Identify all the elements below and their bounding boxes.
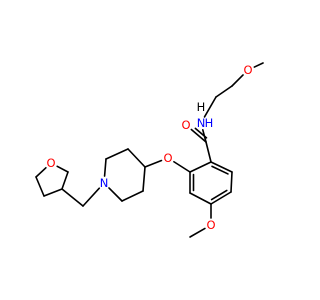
bond-t2-t3 [35,176,45,197]
atom-label-o5: O [46,156,55,170]
bond-t1-t2 [43,188,63,197]
bond-r4-r5 [189,192,212,205]
atom-label-h1: H [205,116,214,130]
bond-c3-o2 [190,128,207,143]
bond-p1-p2 [127,148,146,168]
bond-c2-n1 [203,96,217,118]
bond-n2-ch2 [82,187,101,207]
bond-r2-r3 [230,171,233,193]
atom-label-h1: H [197,100,206,114]
bond-r3-r4 [210,191,232,205]
bond-o3-me2 [189,227,206,238]
bond-r1-r2 [211,165,229,175]
bond-c3-r1 [205,141,212,163]
bond-p2-p3 [105,148,129,160]
bond-r6-r1 [189,161,212,173]
bond-r1-r2 [210,161,233,173]
bond-r3-r4 [210,189,228,201]
bond-p5-p6 [121,190,144,202]
atom-label-o3: O [206,218,215,232]
bond-me1-o1 [253,62,264,68]
bond-p3-n2 [103,158,107,177]
bonds-layer [35,62,264,238]
bond-t5-t1 [61,171,69,190]
atom-label-o1: O [243,63,252,77]
atom-label-n1: N [197,116,206,130]
bond-c3-o2 [194,127,208,139]
bond-t3-o5 [35,166,47,178]
bond-n2-p5 [108,187,123,202]
bond-c1-c2 [215,85,233,98]
bond-o5-t5 [56,165,69,173]
atom-label-o2: O [181,118,190,132]
atom-label-o4: O [163,151,172,165]
atom-label-n2: N [100,176,109,190]
bond-p6-p1 [142,166,146,192]
bond-o4-p1 [144,159,163,168]
bond-r6-o4 [173,160,191,173]
bond-o1-c1 [231,74,244,87]
bond-ch2-t1 [61,188,84,207]
